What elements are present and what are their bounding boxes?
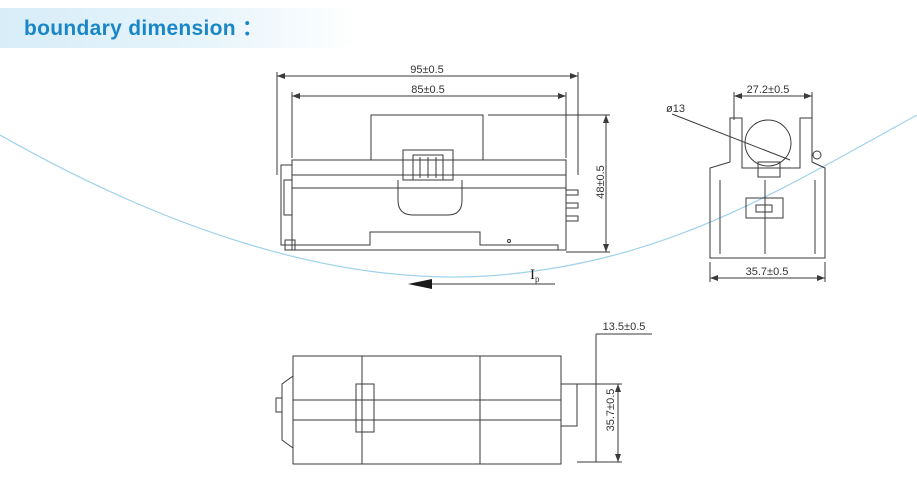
dim-overall-length: 95±0.5 — [410, 64, 444, 76]
front-dimensions — [276, 72, 610, 253]
dim-hole-diameter: ø13 — [666, 103, 685, 115]
page-title: boundary dimension ： — [24, 17, 264, 40]
dim-inner-length: 85±0.5 — [411, 84, 445, 96]
bottom-view — [275, 333, 652, 465]
dim-height: 48±0.5 — [595, 165, 607, 199]
current-arrow-head — [408, 279, 432, 289]
dim-base-width: 35.7±0.5 — [746, 266, 789, 278]
dim-bottom-offset: 13.5±0.5 — [603, 321, 646, 333]
dim-top-width: 27.2±0.5 — [747, 84, 790, 96]
front-view — [280, 114, 579, 251]
side-view — [671, 92, 826, 282]
header-banner — [0, 8, 360, 48]
dim-bottom-width: 35.7±0.5 — [605, 389, 617, 432]
current-label: Ip — [530, 267, 540, 284]
decorative-curve — [0, 114, 917, 278]
